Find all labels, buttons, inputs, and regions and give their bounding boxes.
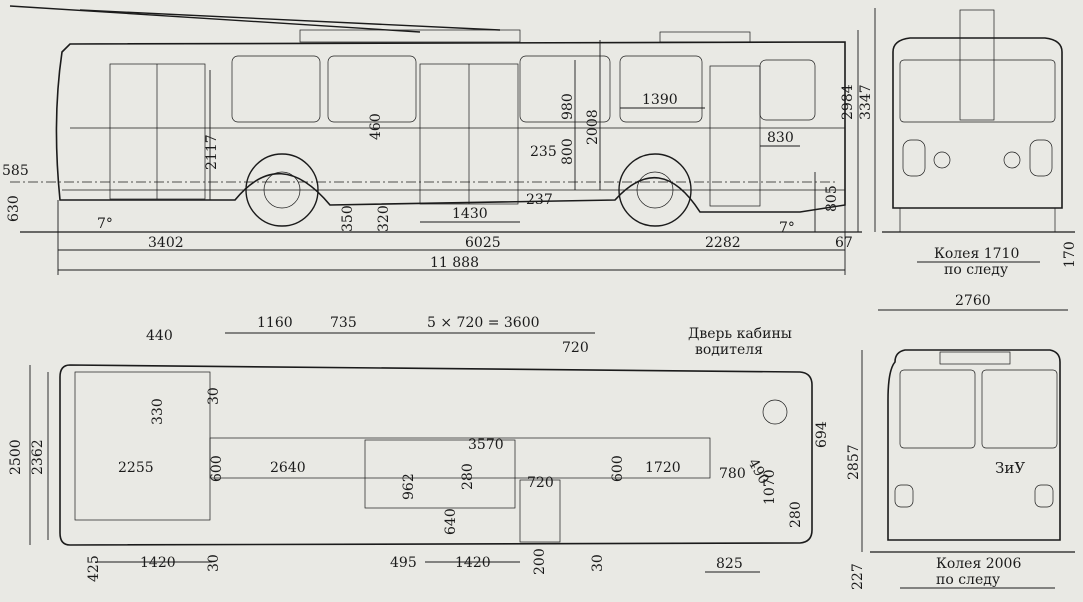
dim-2008: 2008 (585, 109, 601, 145)
dim-1420-left: 1420 (140, 555, 176, 571)
dim-seat-pitch: 5 × 720 = 3600 (427, 315, 540, 331)
driver-door-label-2: водителя (695, 342, 763, 358)
dim-805: 805 (824, 185, 840, 212)
angle-front: 7° (97, 216, 113, 232)
dim-2984: 2984 (840, 84, 856, 120)
dim-280-mid: 280 (460, 463, 476, 490)
dim-280-right: 280 (788, 501, 804, 528)
dim-735: 735 (330, 315, 357, 331)
dim-67: 67 (835, 235, 853, 251)
dim-630: 630 (6, 195, 22, 222)
dim-585: 585 (2, 163, 29, 179)
dim-600-right: 600 (610, 455, 626, 482)
dim-1390: 1390 (642, 92, 678, 108)
dim-330: 330 (150, 398, 166, 425)
dim-235: 235 (530, 144, 557, 160)
rear-view-labels: Колея 1710 по следу 170 (934, 241, 1078, 278)
dim-720-door: 720 (527, 475, 554, 491)
rear-view (882, 9, 1075, 263)
dim-425: 425 (86, 555, 102, 582)
dim-495: 495 (390, 555, 417, 571)
dim-962: 962 (401, 473, 417, 500)
dim-30-bottom-left: 30 (206, 554, 222, 572)
angle-rear: 7° (779, 220, 795, 236)
plan-view-labels: 440 1160 735 5 × 720 = 3600 720 2500 236… (8, 315, 830, 582)
dim-3347: 3347 (858, 84, 874, 120)
dim-237: 237 (526, 192, 553, 208)
dim-2857: 2857 (846, 444, 862, 480)
dim-1070: 1070 (762, 469, 778, 505)
dim-2362: 2362 (30, 439, 46, 475)
dim-2117: 2117 (204, 134, 220, 170)
front-track-label: Колея 2006 (936, 556, 1021, 572)
dim-overall-length: 11 888 (430, 255, 479, 271)
dim-6025: 6025 (465, 235, 501, 251)
dim-640: 640 (443, 508, 459, 535)
dim-170: 170 (1062, 241, 1078, 268)
dim-227: 227 (850, 563, 866, 590)
dim-30-bottom-right: 30 (590, 554, 606, 572)
dim-780: 780 (719, 466, 746, 482)
front-track-sub: по следу (936, 572, 1001, 588)
side-view-labels: 3402 6025 2282 67 11 888 1430 1390 830 2… (2, 84, 874, 271)
dim-2282: 2282 (705, 235, 741, 251)
dim-600-left: 600 (209, 455, 225, 482)
dim-1420-mid: 1420 (455, 555, 491, 571)
rear-track-sub: по следу (944, 262, 1009, 278)
dim-350: 350 (340, 205, 356, 232)
dim-2255: 2255 (118, 460, 154, 476)
dim-2760: 2760 (955, 293, 991, 309)
dim-800: 800 (560, 138, 576, 165)
brand-logo-text: ЗиУ (995, 459, 1025, 477)
driver-door-label: Дверь кабины (688, 326, 792, 342)
dim-830: 830 (767, 130, 794, 146)
dim-440: 440 (146, 328, 173, 344)
dim-980: 980 (560, 93, 576, 120)
dim-825: 825 (716, 556, 743, 572)
dim-200: 200 (532, 548, 548, 575)
dim-1160: 1160 (257, 315, 293, 331)
dim-460: 460 (368, 113, 384, 140)
dim-3402: 3402 (148, 235, 184, 251)
dim-320: 320 (376, 205, 392, 232)
dim-2640: 2640 (270, 460, 306, 476)
side-view (9, 5, 876, 275)
front-view-labels: 2760 2857 ЗиУ Колея 2006 по следу 227 (846, 293, 1025, 590)
dim-2500: 2500 (8, 439, 24, 475)
rear-track-label: Колея 1710 (934, 246, 1019, 262)
front-view (861, 309, 1075, 589)
dim-694: 694 (814, 421, 830, 448)
dim-1430: 1430 (452, 206, 488, 222)
dim-3570: 3570 (468, 437, 504, 453)
plan-view (29, 332, 813, 573)
dim-720-top: 720 (562, 340, 589, 356)
dim-1720: 1720 (645, 460, 681, 476)
dim-30-top: 30 (206, 387, 222, 405)
